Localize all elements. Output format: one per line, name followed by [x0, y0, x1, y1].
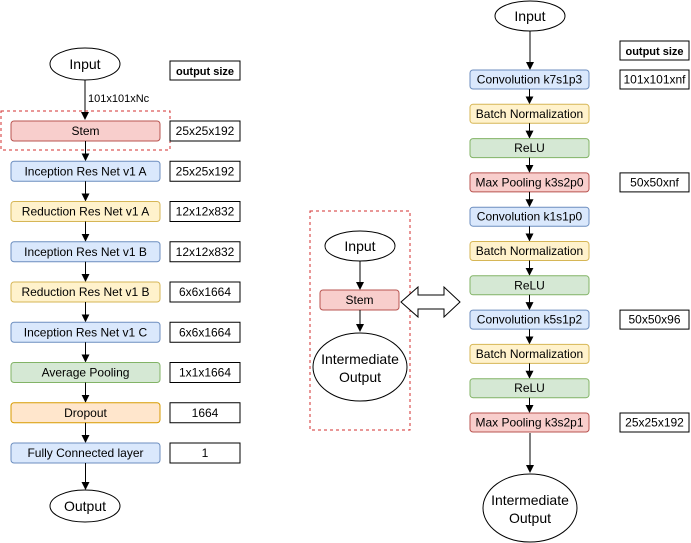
left-network: Input output size 101x101xNc Stem 25x25x1… [0, 47, 241, 523]
left-inception-res-net-v1-b-4-size-label: 12x12x832 [176, 245, 235, 259]
right-convolution-k5s1p2-8-size-box [619, 309, 690, 330]
left-stem-1-size-label: 25x25x192 [176, 124, 235, 138]
left-reduction-res-net-v1-a-3-label: Reduction Res Net v1 A [22, 205, 149, 219]
right-max-pooling-k3s2p1-11-block [469, 412, 590, 433]
right-max-pooling-k3s2p1-11-size-box [619, 412, 690, 433]
left-stem-1-label: Stem [71, 124, 99, 138]
middle-output-label-line1: Intermediate [321, 351, 399, 367]
left-output-node [49, 489, 121, 523]
left-average-pooling-7-size-box [169, 362, 241, 383]
left-reduction-res-net-v1-a-3-size-box [169, 201, 241, 222]
left-inception-res-net-v1-a-2-label: Inception Res Net v1 A [24, 164, 146, 178]
right-max-pooling-k3s2p1-11-label: Max Pooling k3s2p1 [475, 416, 583, 430]
right-output-size-header-label: output size [625, 46, 683, 58]
double-arrow-icon [400, 285, 461, 319]
middle-dashed-frame [309, 210, 411, 431]
right-convolution-k7s1p3-1-label: Convolution k7s1p3 [477, 73, 583, 87]
right-output-label-line2: Output [509, 510, 551, 526]
left-output-size-header [169, 60, 241, 81]
left-fully-connected-layer-9-size-box [169, 442, 241, 464]
left-stem-1-size-box [169, 120, 241, 142]
right-convolution-k5s1p2-8-label: Convolution k5s1p2 [477, 313, 583, 327]
left-inception-res-net-v1-b-4-size-box [169, 241, 241, 263]
left-inception-res-net-v1-a-2-size-box [169, 160, 241, 182]
right-output-node [482, 473, 578, 543]
left-fully-connected-layer-9-size-label: 1 [202, 446, 209, 460]
left-dropout-8-size-label: 1664 [192, 406, 219, 420]
right-convolution-k7s1p3-1-size-label: 101x101xnf [623, 73, 686, 87]
middle-output-node [312, 332, 408, 402]
middle-input-label: Input [344, 238, 375, 254]
left-inception-res-net-v1-c-6-size-label: 6x6x1664 [179, 325, 231, 339]
left-dropout-8-label: Dropout [64, 406, 107, 420]
left-average-pooling-7-label: Average Pooling [42, 366, 130, 380]
left-fully-connected-layer-9-label: Fully Connected layer [27, 446, 143, 460]
right-batch-normalization-6-label: Batch Normalization [476, 244, 583, 258]
right-stem-network: Input output size Convolution k7s1p3 101x… [469, 0, 690, 543]
middle-stem-detail: Input Stem Intermediate Output [309, 210, 411, 431]
left-reduction-res-net-v1-a-3-size-label: 12x12x832 [176, 205, 235, 219]
right-convolution-k1s1p0-5-label: Convolution k1s1p0 [477, 210, 583, 224]
left-inception-res-net-v1-c-6-size-box [169, 321, 241, 343]
left-inception-res-net-v1-a-2-size-label: 25x25x192 [176, 164, 235, 178]
middle-output-label-line2: Output [339, 369, 381, 385]
right-batch-normalization-2-label: Batch Normalization [476, 107, 583, 121]
right-output-label-line1: Intermediate [491, 492, 569, 508]
left-reduction-res-net-v1-b-5-size-box [169, 281, 241, 303]
left-inception-res-net-v1-c-6-label: Inception Res Net v1 C [24, 325, 148, 339]
right-convolution-k5s1p2-8-size-label: 50x50x96 [628, 313, 680, 327]
left-inception-res-net-v1-b-4-label: Inception Res Net v1 B [24, 245, 147, 259]
left-output-label: Output [64, 498, 106, 514]
middle-stem-label: Stem [345, 293, 373, 307]
right-relu-3-label: ReLU [514, 141, 545, 155]
right-max-pooling-k3s2p1-11-size-label: 25x25x192 [625, 416, 684, 430]
left-output-size-header-label: output size [176, 66, 234, 78]
right-batch-normalization-9-label: Batch Normalization [476, 347, 583, 361]
left-reduction-res-net-v1-b-5-size-label: 6x6x1664 [179, 285, 231, 299]
right-output-size-header [619, 40, 690, 61]
right-relu-7-label: ReLU [514, 278, 545, 292]
right-convolution-k7s1p3-1-size-box [619, 69, 690, 90]
right-input-label: Input [514, 8, 545, 24]
right-max-pooling-k3s2p0-4-size-box [619, 172, 690, 193]
right-max-pooling-k3s2p0-4-label: Max Pooling k3s2p0 [475, 175, 583, 189]
left-input-label: Input [69, 56, 100, 72]
left-input-dims: 101x101xNc [88, 93, 150, 105]
left-dropout-8-size-box [169, 402, 241, 424]
right-relu-10-label: ReLU [514, 381, 545, 395]
right-max-pooling-k3s2p0-4-size-label: 50x50xnf [630, 175, 679, 189]
left-average-pooling-7-size-label: 1x1x1664 [179, 366, 231, 380]
left-reduction-res-net-v1-b-5-label: Reduction Res Net v1 B [21, 285, 149, 299]
